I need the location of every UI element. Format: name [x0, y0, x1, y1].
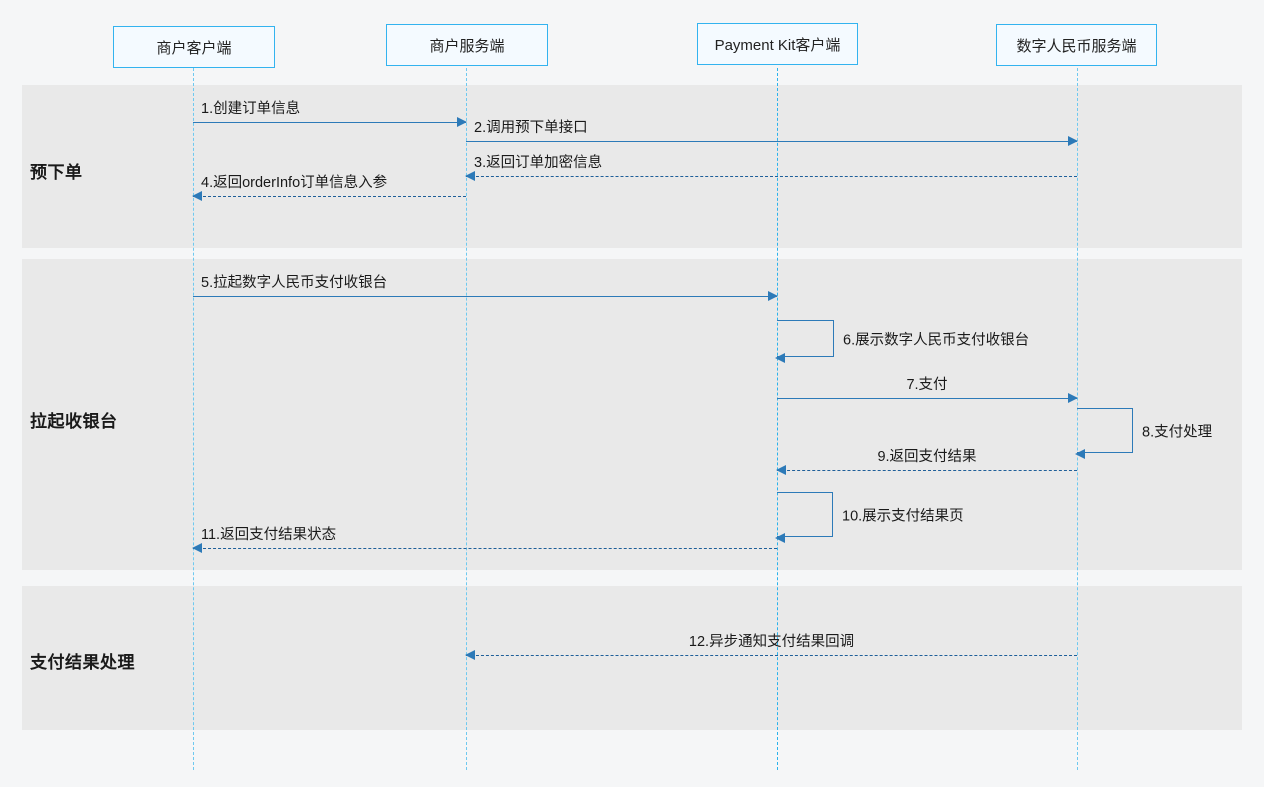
message-label: 6.展示数字人民币支付收银台	[843, 332, 1030, 348]
arrow-head-icon	[775, 352, 785, 363]
phase-label-open-cashier: 拉起收银台	[30, 412, 118, 431]
phase-label-pre-order: 预下单	[30, 163, 83, 182]
arrow-head-icon	[1068, 393, 1078, 403]
phase-band-open-cashier	[22, 259, 1242, 570]
arrow-head-icon	[465, 650, 475, 660]
actor-ecny-server[interactable]: 数字人民币服务端	[996, 24, 1157, 66]
phase-label-result-handling: 支付结果处理	[30, 653, 135, 672]
message-line	[193, 548, 777, 549]
arrow-head-icon	[1075, 448, 1085, 459]
arrow-head-icon	[776, 465, 786, 475]
arrow-head-icon	[465, 171, 475, 181]
arrow-head-icon	[768, 291, 778, 301]
message-10-self[interactable]: 10.展示支付结果页	[775, 492, 964, 543]
message-label: 11.返回支付结果状态	[201, 527, 337, 543]
message-label: 9.返回支付结果	[877, 449, 977, 465]
message-label: 1.创建订单信息	[201, 101, 301, 117]
actor-label: Payment Kit客户端	[714, 36, 841, 54]
arrow-head-icon	[1068, 136, 1078, 146]
phase-band-pre-order	[22, 85, 1242, 248]
actor-merchant-server[interactable]: 商户服务端	[386, 24, 548, 66]
message-line	[777, 470, 1077, 471]
message-label: 5.拉起数字人民币支付收银台	[201, 275, 388, 291]
lifeline-merchant-client	[193, 68, 194, 770]
message-line	[777, 398, 1077, 399]
message-label: 12.异步通知支付结果回调	[688, 634, 855, 650]
arrow-head-icon	[192, 191, 202, 201]
arrow-head-icon	[457, 117, 467, 127]
actor-label: 数字人民币服务端	[1016, 37, 1137, 55]
message-6-self[interactable]: 6.展示数字人民币支付收银台	[775, 320, 1029, 363]
message-label: 2.调用预下单接口	[474, 120, 588, 136]
arrow-head-icon	[192, 543, 202, 553]
lifeline-payment-kit	[777, 68, 778, 770]
message-line	[466, 176, 1077, 177]
arrow-head-icon	[775, 532, 785, 543]
actor-label: 商户客户端	[156, 39, 232, 57]
message-label: 3.返回订单加密信息	[474, 155, 603, 171]
message-8-self[interactable]: 8.支付处理	[1075, 408, 1212, 459]
actor-payment-kit[interactable]: Payment Kit客户端	[697, 23, 858, 65]
actor-label: 商户服务端	[429, 37, 505, 55]
lifeline-merchant-server	[466, 68, 467, 770]
message-line	[466, 141, 1077, 142]
phase-band-result-handling	[22, 586, 1242, 730]
message-label: 10.展示支付结果页	[842, 508, 964, 524]
lifeline-ecny-server	[1077, 68, 1078, 770]
message-line	[466, 655, 1077, 656]
actor-merchant-client[interactable]: 商户客户端	[113, 26, 275, 68]
message-label: 7.支付	[906, 377, 948, 393]
message-line	[193, 296, 777, 297]
message-line	[193, 196, 466, 197]
message-label: 8.支付处理	[1142, 424, 1213, 440]
message-label: 4.返回orderInfo订单信息入参	[201, 175, 388, 191]
message-line	[193, 122, 466, 123]
